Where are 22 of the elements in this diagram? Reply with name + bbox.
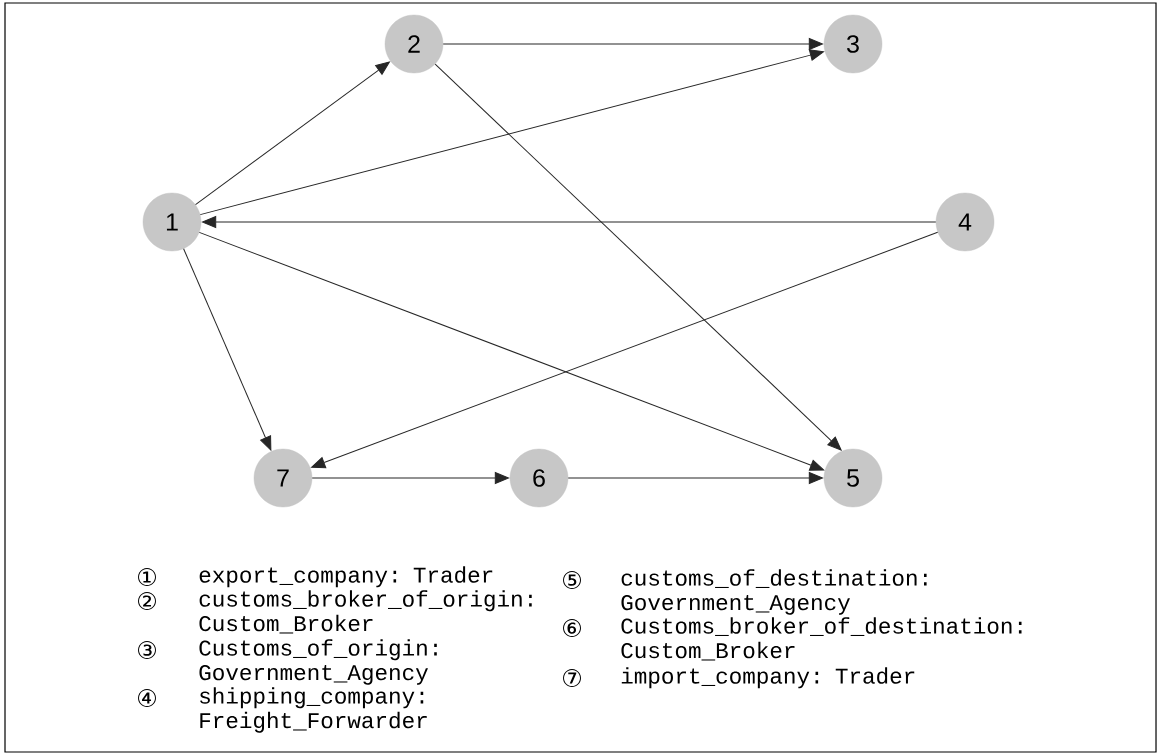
arrow — [567, 472, 823, 484]
arrow — [311, 231, 939, 469]
circled-number: ⑥ — [563, 619, 581, 637]
arrow — [199, 49, 824, 216]
arrow — [442, 38, 823, 50]
legend-text: shipping_company: Freight_Forwarder — [200, 687, 427, 733]
circled-number: ③ — [138, 641, 156, 659]
legend-text: customs_broker_of_origin: Custom_Broker — [199, 590, 532, 634]
circled-number: ⑦ — [563, 669, 581, 687]
legend-text: customs_of_destination: Government_Agency — [621, 569, 927, 615]
circled-number: ④ — [138, 689, 156, 707]
legend-text: export_company: Trader — [199, 566, 493, 588]
legend-text: import_company: Trader — [621, 667, 915, 689]
circled-number: ⑤ — [563, 571, 581, 589]
arrow — [198, 231, 825, 471]
arrow — [183, 248, 272, 451]
arrow — [434, 63, 842, 451]
arrow — [195, 61, 390, 206]
arrow — [311, 472, 509, 484]
circled-number: ② — [138, 592, 156, 610]
arrow — [202, 216, 937, 228]
circled-number: ① — [138, 568, 156, 586]
